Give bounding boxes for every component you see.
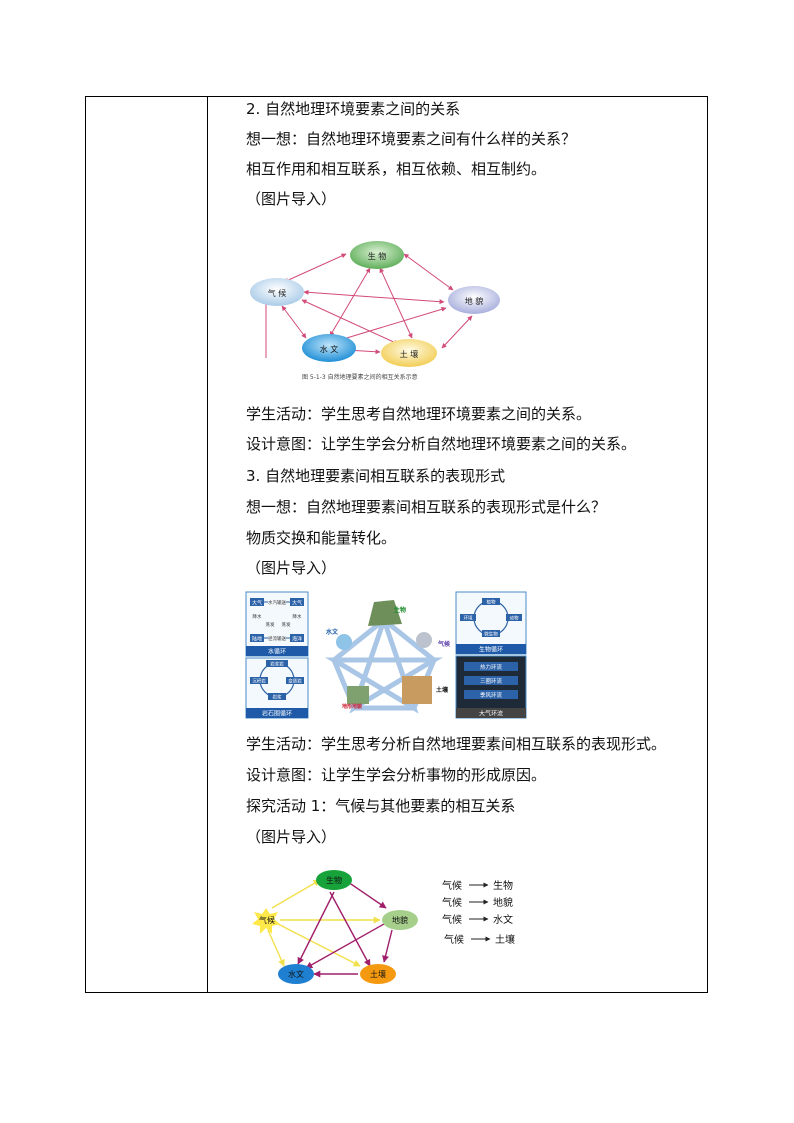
explore-activity-heading: 探究活动 1：气候与其他要素的相互关系 [246,797,516,815]
svg-text:地貌: 地貌 [493,896,513,909]
svg-text:径流输送: 径流输送 [268,635,286,642]
svg-text:陆地: 陆地 [252,636,262,643]
figure1-caption: 图 5-1-3 自然地理要素之间的相互关系示意 [302,373,418,381]
image-import-label: （图片导入） [246,190,337,208]
node-landform: 地貌 [382,910,418,930]
svg-text:地形地貌: 地形地貌 [342,703,362,710]
image-import-label-3: （图片导入） [246,828,337,846]
svg-text:岩浆: 岩浆 [273,694,282,701]
node-biology: 生物 [316,870,352,890]
svg-text:生物: 生物 [394,606,406,614]
image-import-label-2: （图片导入） [246,559,337,577]
column-divider [207,97,208,992]
svg-text:水 文: 水 文 [320,344,339,354]
answer-relations: 相互作用和相互联系，相互依赖、相互制约。 [246,160,547,178]
student-activity-1: 学生活动：学生思考自然地理环境要素之间的关系。 [246,405,592,423]
svg-text:降水: 降水 [253,613,262,620]
svg-text:三圈环流: 三圈环流 [480,677,503,685]
section-heading-forms: 3. 自然地理要素间相互联系的表现形式 [246,467,506,485]
svg-text:土壤: 土壤 [495,933,515,946]
svg-text:大气: 大气 [252,600,262,607]
design-intent-1: 设计意图：让学生学会分析自然地理环境要素之间的关系。 [246,435,637,453]
figure-element-relations: 生 物 气 候 地 貌 水 文 土 壤 图 5-1-3 自然地理要素之间的相互关… [246,232,508,384]
svg-text:气候: 气候 [442,913,462,926]
svg-text:水文: 水文 [493,913,513,926]
svg-text:季风环流: 季风环流 [480,691,503,699]
svg-text:水文: 水文 [288,969,304,979]
figure-climate-relations: 生物 气候 地貌 水文 土壤 气候 生物 气候 地貌 气候 水文 [244,862,534,986]
landform-photo [347,686,369,704]
svg-text:气候: 气候 [444,933,464,946]
section-heading-relations: 2. 自然地理环境要素之间的关系 [246,100,461,118]
svg-text:生物: 生物 [326,875,342,885]
node-soil: 土壤 [360,964,396,984]
design-intent-2: 设计意图：让学生学会分析事物的形成原因。 [246,766,547,784]
svg-text:气候: 气候 [442,879,462,892]
svg-text:蒸发: 蒸发 [266,621,275,628]
water-drop-icon [336,634,352,650]
cloud-icon [416,632,432,648]
question-relations: 想一想：自然地理环境要素之间有什么样的关系？ [246,130,577,148]
svg-text:动物: 动物 [510,615,519,622]
node-landform: 地 貌 [448,286,500,314]
svg-text:海洋: 海洋 [292,636,302,643]
svg-text:岩石圈循环: 岩石圈循环 [262,710,292,718]
water-cycle-panel: 大气 水汽输送 大气 降水 蒸发 降水 蒸发 陆地 径流输送 海洋 水循环 [245,591,309,657]
svg-text:气候: 气候 [437,640,451,648]
svg-text:水循环: 水循环 [268,648,286,656]
svg-text:土壤: 土壤 [436,686,449,694]
svg-text:气候: 气候 [259,915,275,925]
svg-text:土壤: 土壤 [370,969,386,979]
climate-arrows [267,879,393,978]
svg-text:地貌: 地貌 [392,915,408,925]
svg-text:水文: 水文 [326,628,339,636]
center-element-scene: 生物 水文 气候 地形地貌 土壤 [314,592,454,718]
rock-cycle-panel: 岩浆岩 沉积岩 变质岩 岩浆 岩石圈循环 [245,657,309,719]
svg-text:生物: 生物 [493,879,513,892]
node-soil: 土 壤 [381,339,437,367]
node-biology: 生 物 [350,241,404,269]
soil-photo [402,676,432,704]
svg-text:大气环流: 大气环流 [479,710,503,718]
lesson-table [85,96,708,993]
question-forms: 想一想：自然地理要素间相互联系的表现形式是什么？ [246,498,607,516]
node-climate: 气候 [252,908,280,934]
mountain-image [368,600,402,626]
node-hydrology: 水 文 [302,334,356,362]
answer-forms: 物质交换和能量转化。 [246,529,397,547]
svg-text:气 候: 气 候 [268,288,287,298]
svg-text:岩浆岩: 岩浆岩 [270,661,284,668]
svg-text:沉积岩: 沉积岩 [252,678,266,685]
svg-text:地 貌: 地 貌 [465,296,484,306]
climate-legend: 气候 生物 气候 地貌 气候 水文 气候 土壤 [442,879,515,946]
svg-text:植物: 植物 [487,599,496,606]
node-climate: 气 候 [250,278,304,306]
svg-text:变质岩: 变质岩 [288,678,302,685]
svg-text:环境: 环境 [464,615,473,622]
svg-text:降水: 降水 [293,613,302,620]
svg-text:土 壤: 土 壤 [400,349,419,359]
svg-text:热力环流: 热力环流 [480,663,503,671]
svg-text:气候: 气候 [442,896,462,909]
svg-text:蒸发: 蒸发 [282,621,291,628]
svg-text:微生物: 微生物 [484,631,498,638]
student-activity-2: 学生活动：学生思考分析自然地理要素间相互联系的表现形式。 [246,735,667,753]
svg-text:水汽输送: 水汽输送 [268,599,286,606]
svg-text:大气: 大气 [292,600,302,607]
bio-cycle-panel: 植物 环境 动物 微生物 生物循环 [455,591,527,655]
atmo-cycle-panel: 热力环流 三圈环流 季风环流 大气环流 [455,655,527,719]
figure-cycles: 大气 水汽输送 大气 降水 蒸发 降水 蒸发 陆地 径流输送 海洋 水循环 岩浆… [244,590,528,720]
relation-arrows [281,253,473,355]
svg-text:生 物: 生 物 [368,251,387,261]
node-hydrology: 水文 [278,964,314,984]
svg-text:生物循环: 生物循环 [479,646,503,654]
